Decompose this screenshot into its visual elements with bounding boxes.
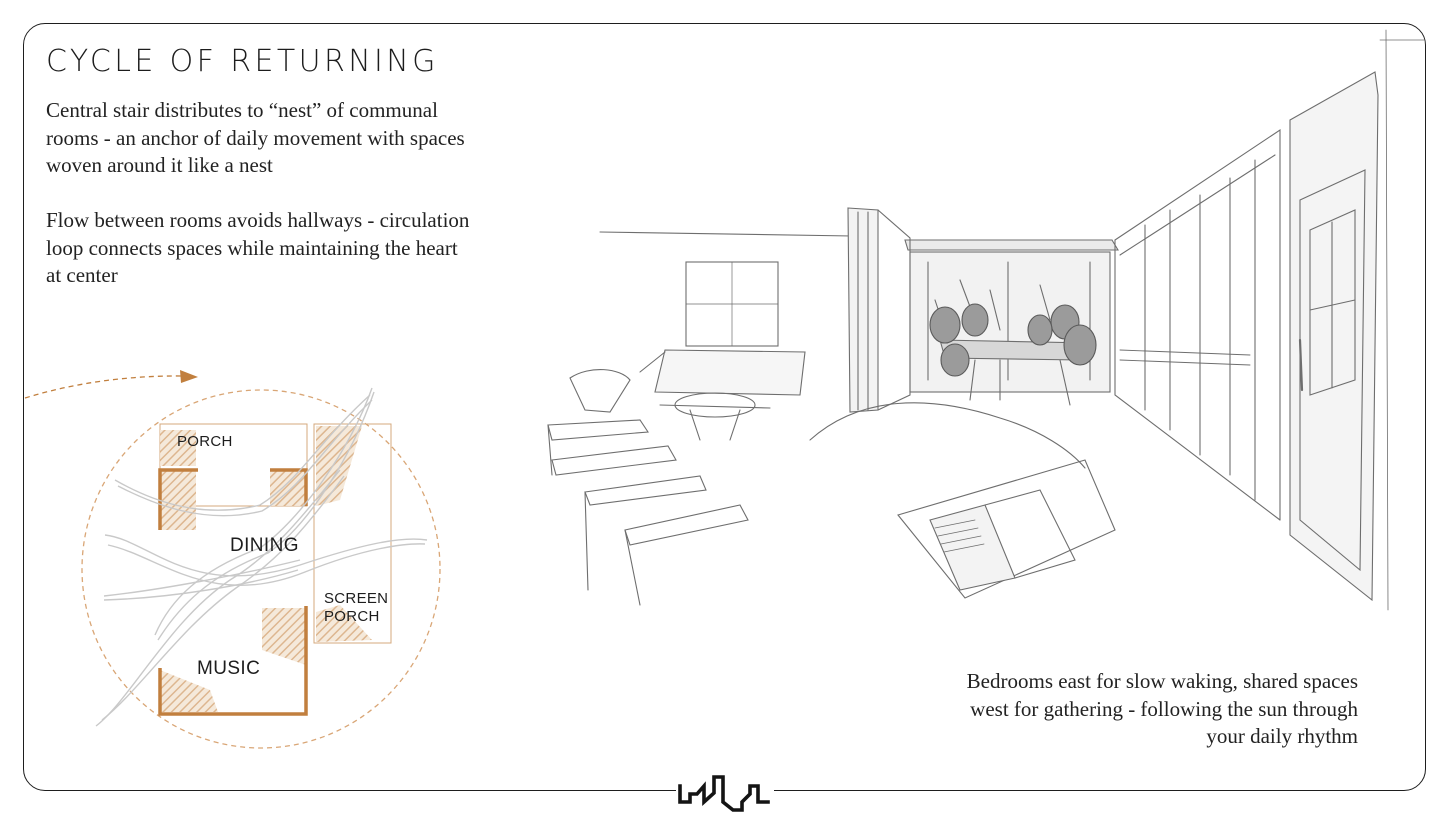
arrow-head-icon bbox=[180, 370, 198, 383]
description-flow: Flow between rooms avoids hallways - cir… bbox=[46, 208, 470, 287]
room-label-music: MUSIC bbox=[197, 658, 261, 679]
circulation-arrow bbox=[24, 375, 186, 399]
room-label-dining: DINING bbox=[230, 535, 299, 556]
description-stair: Central stair distributes to “nest” of c… bbox=[46, 98, 465, 177]
room-label-porch: PORCH bbox=[177, 433, 233, 450]
description-orientation: Bedrooms east for slow waking, shared sp… bbox=[966, 669, 1358, 748]
screen-porch-outline bbox=[313, 423, 392, 644]
nest-circle bbox=[81, 389, 441, 749]
page-title: CYCLE OF RETURNING bbox=[46, 44, 439, 79]
